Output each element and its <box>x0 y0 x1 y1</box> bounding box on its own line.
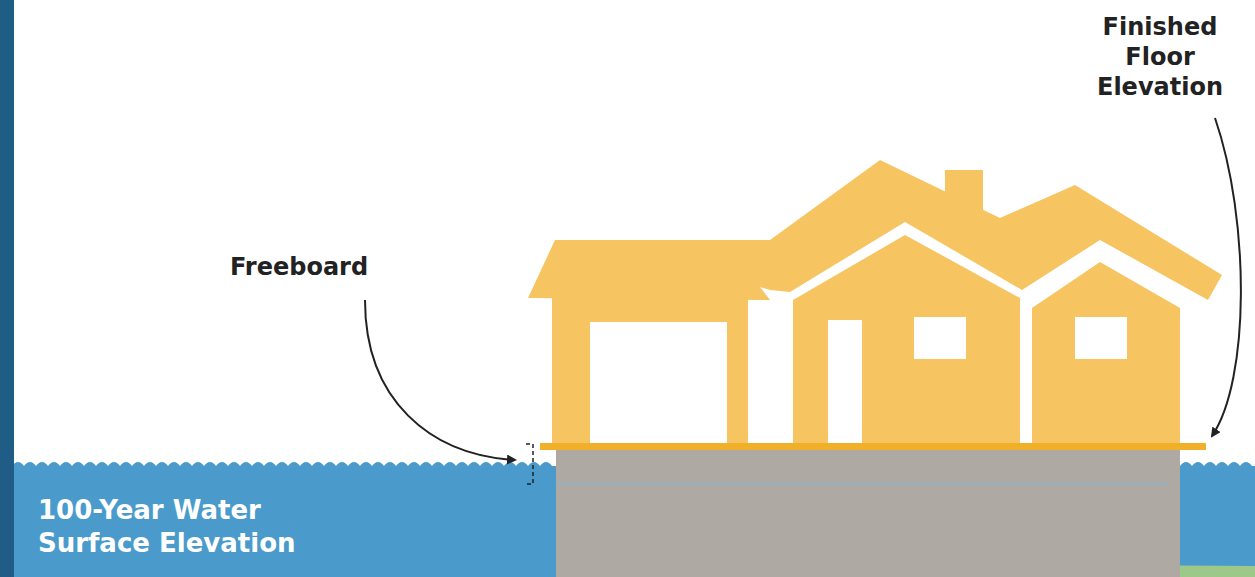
water-left <box>0 462 556 577</box>
edge-bar <box>0 0 14 577</box>
foundation <box>556 450 1180 577</box>
freeboard-label: Freeboard <box>230 252 490 282</box>
floor-leader <box>1212 118 1241 436</box>
water-elevation-label: 100-Year Water Surface Elevation <box>38 494 358 559</box>
water-line-through-foundation <box>556 483 1168 486</box>
house <box>528 160 1222 450</box>
water-right <box>1180 462 1255 577</box>
floor-elevation-label: Finished Floor Elevation <box>1072 12 1248 102</box>
freeboard-bracket <box>526 444 533 484</box>
freeboard-leader <box>365 300 515 460</box>
